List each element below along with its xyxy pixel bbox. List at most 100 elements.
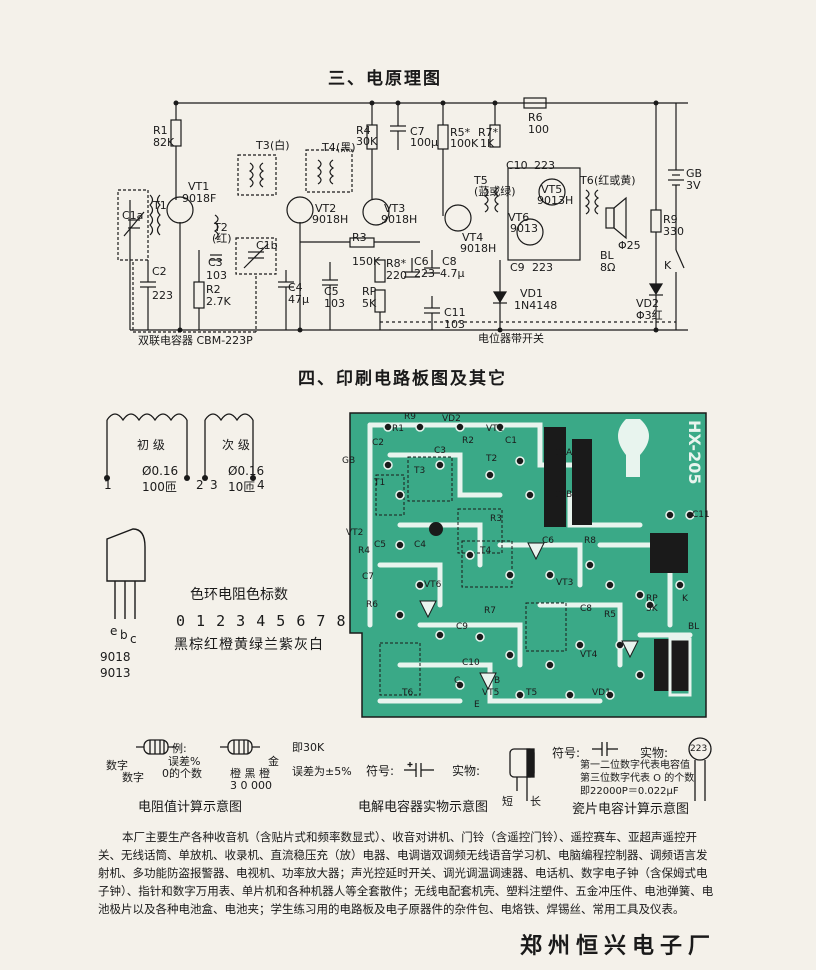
label-r1: R1 — [153, 124, 168, 137]
pin-e: e — [110, 624, 118, 638]
ceramic-symbol-icon — [592, 742, 618, 756]
pcb-label-pin-b: B — [494, 676, 501, 686]
label-c6-value: 223 — [414, 267, 435, 280]
label-t6: T6 — [580, 174, 594, 187]
pcb-label-r2: R2 — [462, 436, 474, 446]
resistor-digit2-label: 数字 — [122, 771, 144, 784]
label-vt5: VT5 — [541, 183, 563, 196]
transformer-winding-diagram — [104, 413, 256, 481]
pcb-label-r5: R5 — [604, 610, 616, 620]
label-bl: BL — [600, 249, 614, 262]
pcb-label-c5: C5 — [374, 540, 387, 550]
label-rp-value: 5K — [362, 297, 377, 310]
resistor-band-values: 3 0 000 — [230, 779, 272, 792]
ceramic-note-3: 即22000P＝0.022μF — [580, 786, 679, 797]
pcb-label-c4: C4 — [414, 540, 427, 550]
label-r5-value: 100K — [450, 137, 479, 150]
label-t6-color: (红或黄) — [594, 174, 636, 187]
pcb-label-t1: T1 — [374, 478, 386, 488]
pcb-label-rp-value: 5K — [646, 604, 658, 614]
pcb-label-vt1: VT1 — [486, 424, 504, 434]
pin-b: b — [120, 628, 128, 642]
pcb-label-rp: RP — [646, 594, 658, 604]
pcb-label-pin-c: C — [454, 676, 461, 686]
label-r4-value: 30K — [356, 135, 378, 148]
label-vt5-type: 9013H — [537, 194, 574, 207]
label-c5: C5 — [324, 285, 339, 298]
pin-c: c — [130, 632, 137, 646]
pcb-label-c1b: C1B — [554, 490, 573, 500]
pcb-label-r9: R9 — [404, 412, 416, 422]
label-t3-color: (白) — [270, 139, 290, 152]
electrolytic-real-label: 实物: — [452, 764, 481, 778]
label-r7: R7* — [478, 126, 499, 139]
label-r5: R5* — [450, 126, 471, 139]
pcb-label-c10: C10 — [462, 658, 480, 668]
pcb-label-bl: BL — [688, 622, 700, 632]
pcb-label-c9: C9 — [456, 622, 469, 632]
label-c11-value: 103 — [444, 318, 465, 331]
label-r6: R6 — [528, 111, 543, 124]
ceramic-capacitor-icon — [688, 737, 712, 801]
label-vt6: VT6 — [508, 211, 530, 224]
ceramic-symbol-label: 符号: — [552, 746, 581, 760]
pcb-label-vt6: VT6 — [424, 580, 442, 590]
label-vd1: VD1 — [520, 287, 543, 300]
label-c9-value: 223 — [532, 261, 553, 274]
label-r2: R2 — [206, 283, 221, 296]
resistor-result-tolerance: 误差为±5% — [292, 765, 352, 778]
electrolytic-symbol-icon — [404, 762, 434, 777]
pcb-label-vt5: VT5 — [482, 688, 500, 698]
label-c9: C9 — [510, 261, 525, 274]
ceramic-value: 223 — [690, 744, 708, 754]
pin-1: 1 — [104, 478, 112, 492]
transistor-package-icon — [106, 528, 146, 619]
electrolytic-short-lead: 短 — [502, 795, 513, 808]
pin-2: 2 — [196, 478, 204, 492]
resistor-zeros-label: 0的个数 — [162, 767, 202, 780]
pcb-label-r3: R3 — [490, 514, 502, 524]
label-t5-color: (蓝或绿) — [474, 185, 516, 198]
primary-wire: Ø0.16 — [142, 464, 179, 478]
label-c8-value: 4.7μ — [440, 267, 465, 280]
pcb-label-k: K — [682, 594, 688, 604]
pcb-label-r4: R4 — [358, 546, 370, 556]
label-c4-value: 47μ — [288, 293, 309, 306]
label-r8-value: 220 — [386, 269, 407, 282]
pcb-model-label: HX-205 — [685, 420, 704, 485]
label-c10-value: 223 — [534, 159, 555, 172]
resistor-band-icons — [136, 739, 260, 755]
resistor-digit1-label: 数字 — [106, 759, 128, 772]
label-c8: C8 — [442, 255, 457, 268]
label-r1-value: 82K — [153, 136, 175, 149]
label-r9-value: 330 — [663, 225, 684, 238]
label-c1a: C1a — [122, 209, 144, 222]
label-c6: C6 — [414, 255, 429, 268]
electrolytic-long-lead: 长 — [530, 795, 541, 808]
transistor-model-9018: 9018 — [100, 650, 131, 664]
resistor-band-colors: 橙 黑 橙 — [230, 767, 270, 780]
color-code-colors: 黑棕红橙黄绿兰紫灰白 — [174, 637, 324, 653]
resistor-caption: 电阻值计算示意图 — [138, 800, 243, 815]
label-vd1-type: 1N4148 — [514, 299, 558, 312]
ceramic-caption: 瓷片电容计算示意图 — [572, 802, 690, 817]
label-r3: R3 — [352, 231, 367, 244]
label-k: K — [664, 259, 672, 272]
section-3-title: 三、电原理图 — [328, 69, 442, 89]
pcb-label-c2: C2 — [372, 438, 385, 448]
pcb-label-r6: R6 — [366, 600, 378, 610]
pcb-label-c1: C1 — [505, 436, 518, 446]
pcb-label-vt3: VT3 — [556, 578, 574, 588]
secondary-turns: 10匝 — [228, 480, 256, 494]
label-vd2: VD2 — [636, 297, 659, 310]
label-vt3: VT3 — [384, 202, 406, 215]
label-r9: R9 — [663, 213, 678, 226]
factory-name: 郑州恒兴电子厂 — [520, 933, 717, 959]
primary-turns: 100匝 — [142, 480, 177, 494]
label-pot-switch: 电位器带开关 — [478, 332, 544, 345]
label-vt3-type: 9018H — [381, 213, 418, 226]
color-code-digits: 0 1 2 3 4 5 6 7 8 9 — [176, 612, 367, 630]
label-rp: RP — [362, 285, 377, 298]
label-gb-value: 3V — [686, 179, 701, 192]
circuit-schematic — [117, 97, 688, 333]
